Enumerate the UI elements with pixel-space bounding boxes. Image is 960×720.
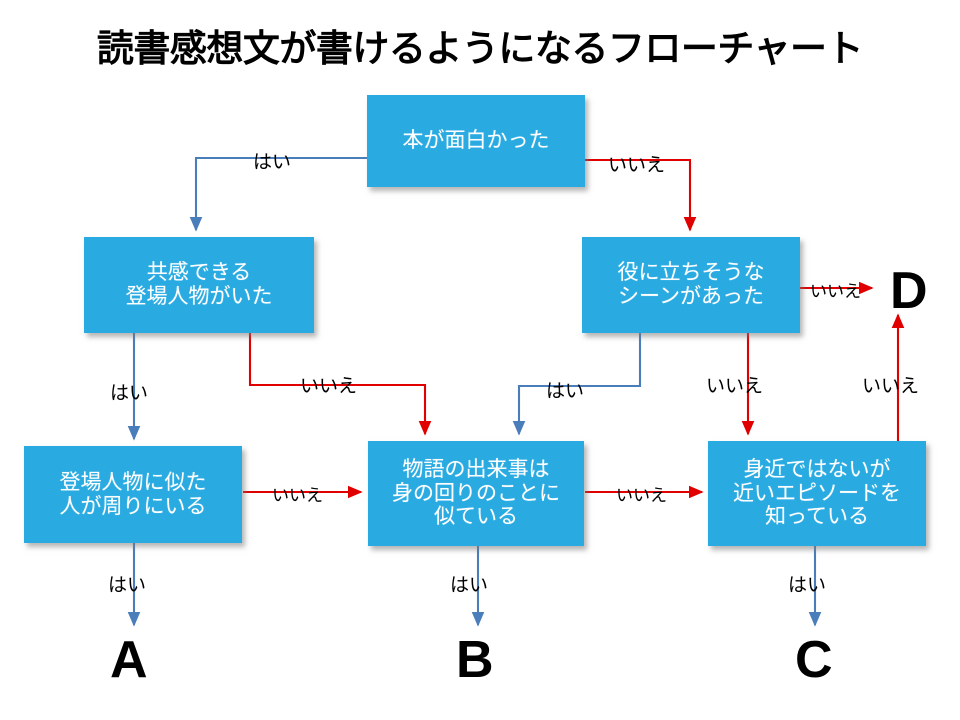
- edge-label-q5-no: いいえ: [616, 486, 667, 505]
- edge-label-q5-yes: はい: [450, 575, 489, 596]
- edge-label-q3-yes: はい: [546, 381, 585, 402]
- edge-label-q6-yes: はい: [788, 575, 827, 596]
- node-q4-label: 登場人物に似た 人が周りにいる: [59, 470, 207, 518]
- edge-q3-yes-q5: [512, 333, 642, 436]
- node-q1-label: 本が面白かった: [402, 129, 550, 153]
- edge-label-q1-yes: はい: [253, 152, 292, 173]
- terminal-a: A: [110, 631, 148, 689]
- node-q2-label: 共感できる 登場人物がいた: [125, 261, 273, 308]
- edge-q1-yes-q2: [189, 156, 367, 232]
- terminal-c: C: [795, 631, 833, 689]
- node-q4[interactable]: 登場人物に似た 人が周りにいる: [24, 446, 242, 543]
- edge-label-q1-no: いいえ: [608, 155, 666, 176]
- edge-label-q4-no: いいえ: [272, 486, 323, 505]
- edge-q2-no-q5: [248, 333, 432, 436]
- edge-label-q4-yes: はい: [108, 575, 147, 596]
- node-q5[interactable]: 物語の出来事は 身の回りのことに 似ている: [368, 441, 584, 546]
- edge-q1-no-q3: [585, 158, 697, 232]
- terminal-d: D: [890, 262, 928, 320]
- node-q3-label: 役に立ちそうな シーンがあった: [617, 261, 765, 308]
- node-q5-label: 物語の出来事は 身の回りのことに 似ている: [392, 458, 560, 529]
- edge-label-q3-no-d: いいえ: [810, 282, 861, 301]
- node-q6[interactable]: 身近ではないが 近いエピソードを 知っている: [708, 441, 926, 546]
- node-q3[interactable]: 役に立ちそうな シーンがあった: [582, 237, 800, 333]
- edge-label-q3-no: いいえ: [706, 376, 764, 397]
- node-q6-label: 身近ではないが 近いエピソードを 知っている: [733, 458, 901, 529]
- edge-label-q6-no-d: いいえ: [862, 376, 920, 397]
- edge-label-q2-no: いいえ: [300, 376, 358, 397]
- node-q1[interactable]: 本が面白かった: [367, 95, 585, 187]
- terminal-b: B: [456, 631, 494, 689]
- page-title: 読書感想文が書けるようになるフローチャート: [96, 28, 864, 69]
- edge-label-q2-yes: はい: [110, 383, 149, 404]
- node-q2[interactable]: 共感できる 登場人物がいた: [84, 237, 314, 333]
